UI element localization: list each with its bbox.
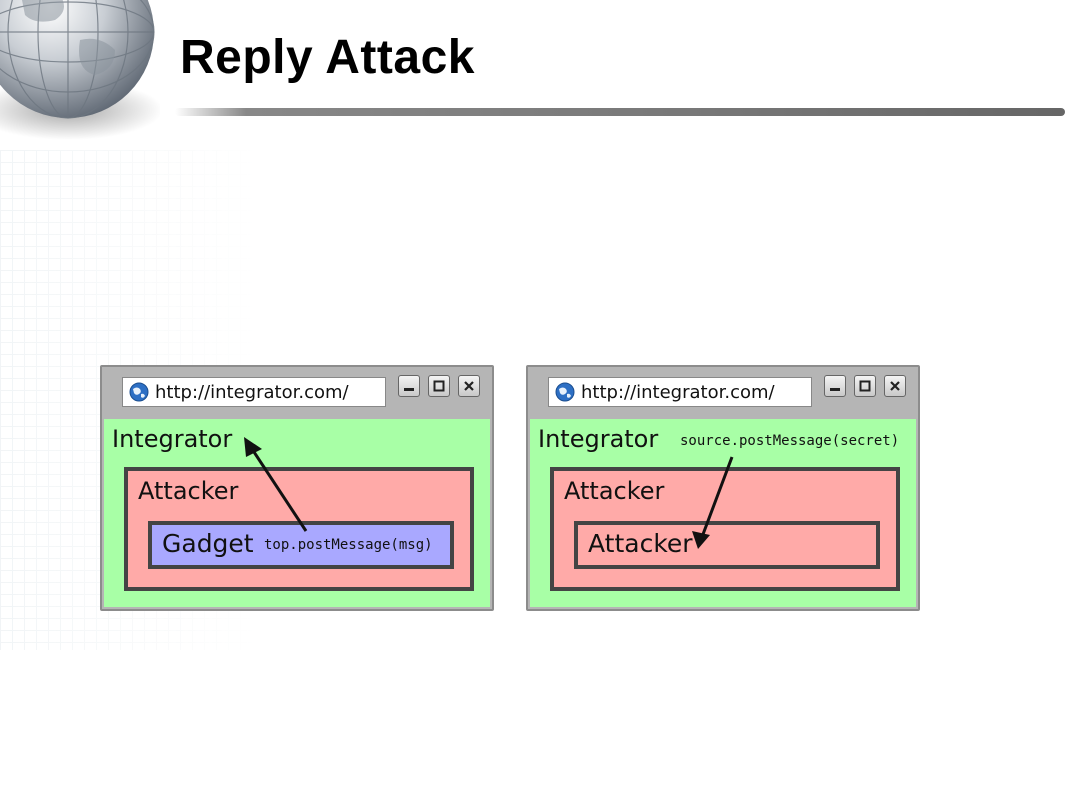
url-text: http://integrator.com/ [581, 381, 775, 403]
attacker-frame: Attacker Gadget top.postMessage(msg) [124, 467, 474, 591]
address-bar[interactable]: http://integrator.com/ [122, 377, 386, 407]
maximize-icon [859, 380, 871, 392]
integrator-label: Integrator [112, 425, 233, 453]
globe-icon [129, 382, 149, 402]
slide-title: Reply Attack [180, 31, 475, 84]
gadget-frame: Gadget top.postMessage(msg) [148, 521, 454, 569]
minimize-button[interactable] [824, 375, 846, 397]
attacker-label: Attacker [138, 477, 239, 505]
globe-icon [555, 382, 575, 402]
browser-window-left: http://integrator.com/ Integrator Attack… [100, 365, 494, 611]
url-text: http://integrator.com/ [155, 381, 349, 403]
attacker-frame: Attacker Attacker [550, 467, 900, 591]
close-button[interactable] [884, 375, 906, 397]
globe-decoration [0, 0, 163, 140]
close-icon [464, 381, 474, 391]
inner-attacker-label: Attacker [588, 529, 693, 558]
post-message-code: source.postMessage(secret) [680, 433, 900, 449]
integrator-page: Integrator source.postMessage(secret) At… [530, 419, 916, 607]
maximize-icon [433, 380, 445, 392]
close-button[interactable] [458, 375, 480, 397]
integrator-label: Integrator [538, 425, 659, 453]
maximize-button[interactable] [428, 375, 450, 397]
title-underline [175, 108, 1065, 116]
minimize-button[interactable] [398, 375, 420, 397]
minimize-icon [830, 388, 840, 391]
maximize-button[interactable] [854, 375, 876, 397]
address-bar[interactable]: http://integrator.com/ [548, 377, 812, 407]
gadget-label: Gadget [162, 529, 254, 558]
attacker-label: Attacker [564, 477, 665, 505]
inner-attacker-frame: Attacker [574, 521, 880, 569]
close-icon [890, 381, 900, 391]
post-message-code: top.postMessage(msg) [264, 537, 433, 553]
integrator-page: Integrator Attacker Gadget top.postMessa… [104, 419, 490, 607]
browser-window-right: http://integrator.com/ Integrator source… [526, 365, 920, 611]
minimize-icon [404, 388, 414, 391]
